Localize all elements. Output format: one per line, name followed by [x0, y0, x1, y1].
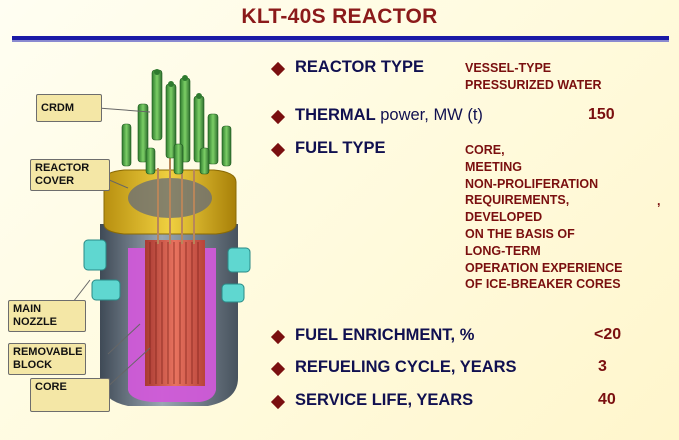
spec-label: FUEL ENRICHMENT, %	[295, 326, 475, 344]
spec-value-fuel-enrichment: <20	[594, 326, 622, 343]
callout-crdm-text: CRDM	[41, 102, 74, 114]
value-line: NON-PROLIFERATION	[465, 176, 599, 191]
callout-main-nozzle-line1: MAIN	[13, 303, 42, 315]
main-nozzle-shape	[83, 239, 251, 303]
spec-value-fuel-type: CORE, MEETING NON-PROLIFERATION REQUIREM…	[465, 142, 622, 293]
value-line: MEETING	[465, 159, 522, 174]
value-line: OF ICE-BREAKER CORES	[465, 277, 621, 292]
page-title: KLT-40S REACTOR	[241, 5, 438, 28]
bullet-icon	[270, 394, 286, 410]
callout-crdm: CRDM	[36, 94, 102, 122]
value-line: PRESSURIZED WATER	[465, 77, 602, 92]
value-line: ON THE BASIS OF	[465, 226, 575, 241]
bullet-icon	[270, 361, 286, 377]
value-line: LONG-TERM	[465, 243, 541, 258]
value-line: DEVELOPED	[465, 210, 543, 225]
callout-reactor-cover-line2: COVER	[35, 175, 75, 187]
callout-removable-block-line1: REMOVABLE	[13, 346, 83, 358]
callout-core: CORE	[30, 378, 110, 412]
callout-main-nozzle: MAIN NOZZLE	[8, 300, 86, 332]
value-line: OPERATION EXPERIENCE	[465, 260, 623, 275]
callout-core-text: CORE	[35, 381, 67, 393]
spec-label: REFUELING CYCLE, YEARS	[295, 358, 517, 376]
spec-value-service-life: 40	[598, 391, 616, 408]
spec-label: FUEL TYPE	[295, 139, 386, 157]
spec-label: REACTOR TYPE	[295, 58, 424, 76]
spec-value-thermal-power: 150	[588, 106, 615, 123]
spec-label-bold: THERMAL	[295, 106, 376, 124]
bullet-icon	[270, 329, 286, 345]
spec-value-refueling-cycle: 3	[598, 358, 607, 375]
spec-label: SERVICE LIFE, YEARS	[295, 391, 474, 409]
reactor-cutaway-illustration	[55, 69, 251, 406]
bullet-icon	[270, 142, 286, 158]
spec-value-reactor-type: VESSEL-TYPE PRESSURIZED WATER	[465, 60, 602, 94]
crdm-shape	[121, 69, 232, 175]
spec-label: THERMAL power, MW (t)	[295, 106, 483, 125]
bullet-icon	[270, 61, 286, 77]
value-line: VESSEL-TYPE	[465, 61, 552, 75]
callout-main-nozzle-line2: NOZZLE	[13, 316, 57, 328]
callout-reactor-cover: REACTOR COVER	[30, 159, 110, 191]
callout-removable-block-line2: BLOCK	[13, 359, 53, 371]
value-line: REQUIREMENTS,	[465, 193, 570, 208]
stray-comma: ,	[657, 194, 661, 208]
core-shape	[145, 240, 205, 386]
callout-reactor-cover-line1: REACTOR	[35, 162, 90, 174]
bullet-icon	[270, 109, 286, 125]
value-line: CORE,	[465, 143, 505, 157]
callout-removable-block: REMOVABLE BLOCK	[8, 343, 86, 375]
title-rule	[12, 36, 669, 40]
spec-label-normal: power, MW (t)	[375, 106, 483, 124]
